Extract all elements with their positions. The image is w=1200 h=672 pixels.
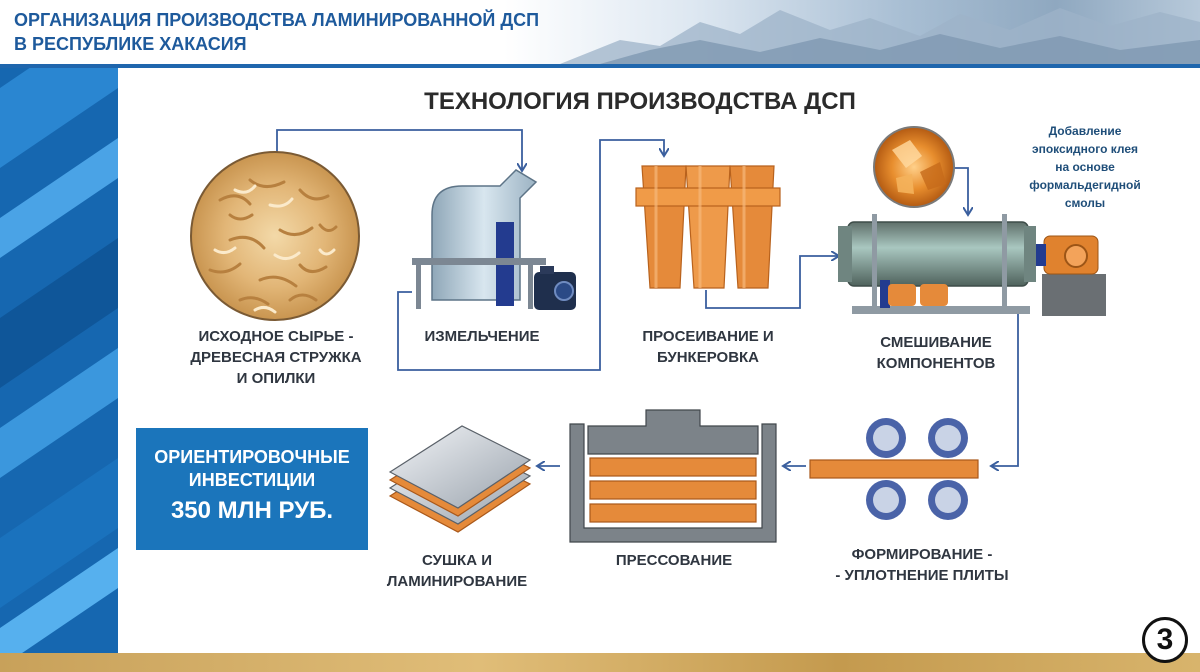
glue-note: Добавление эпоксидного клея на основе фо… — [1010, 122, 1160, 212]
step-mixing-line1: СМЕШИВАНИЕ — [880, 334, 992, 351]
step-raw-line3: И ОПИЛКИ — [236, 370, 316, 387]
wood-shavings-image — [190, 151, 360, 321]
press-icon — [569, 409, 777, 543]
arrow-mixer-to-forming — [992, 312, 1019, 466]
arrow-resin-to-mixer — [952, 167, 968, 214]
investment-box: ОРИЕНТИРОВОЧНЫЕ ИНВЕСТИЦИИ 350 МЛН РУБ. — [136, 428, 368, 550]
bottom-decoration — [0, 653, 1200, 672]
step-raw-line1: ИСХОДНОЕ СЫРЬЕ - — [198, 328, 354, 345]
investment-line2: ИНВЕСТИЦИИ — [188, 470, 316, 490]
step-sifting-line1: ПРОСЕИВАНИЕ И — [642, 328, 774, 345]
left-decoration — [0, 68, 118, 672]
glue-note-line1: Добавление — [1048, 124, 1122, 138]
step-sifting-line2: БУНКЕРОВКА — [656, 349, 760, 366]
resin-image — [873, 126, 955, 208]
step-sifting-label: ПРОСЕИВАНИЕ И БУНКЕРОВКА — [628, 326, 788, 368]
glue-note-line5: смолы — [1064, 196, 1106, 210]
glue-note-line2: эпоксидного клея — [1031, 142, 1139, 156]
header-title-line2: В РЕСПУБЛИКЕ ХАКАСИЯ — [14, 34, 247, 54]
step-drying-line2: ЛАМИНИРОВАНИЕ — [386, 573, 528, 590]
step-raw-line2: ДРЕВЕСНАЯ СТРУЖКА — [190, 349, 362, 366]
step-pressing-label: ПРЕССОВАНИЕ — [604, 550, 744, 571]
step-drying-line1: СУШКА И — [422, 552, 492, 569]
step-raw-label: ИСХОДНОЕ СЫРЬЕ - ДРЕВЕСНАЯ СТРУЖКА И ОПИ… — [168, 326, 384, 389]
step-grinding-label: ИЗМЕЛЬЧЕНИЕ — [412, 326, 552, 347]
arrow-hopper-to-mixer — [705, 256, 838, 309]
mixer-icon — [838, 214, 1106, 316]
hopper-icon — [635, 165, 781, 289]
glue-note-line4: формальдегидной — [1029, 178, 1141, 192]
step-pressing-line1: ПРЕССОВАНИЕ — [615, 552, 733, 569]
header-title-line1: ОРГАНИЗАЦИЯ ПРОИЗВОДСТВА ЛАМИНИРОВАННОЙ … — [14, 10, 540, 30]
mountains-image — [560, 8, 1200, 64]
step-forming-line2: - УПЛОТНЕНИЕ ПЛИТЫ — [835, 567, 1009, 584]
investment-amount: 350 МЛН РУБ. — [170, 497, 334, 524]
step-forming-line1: ФОРМИРОВАНИЕ - — [851, 546, 993, 563]
arrow-raw-to-grinder — [276, 129, 522, 170]
header-banner: ОРГАНИЗАЦИЯ ПРОИЗВОДСТВА ЛАМИНИРОВАННОЙ … — [0, 0, 1200, 64]
shredder-machine-icon — [412, 169, 576, 310]
arrow-grinder-to-hopper — [397, 139, 664, 371]
glue-note-line3: на основе — [1055, 160, 1115, 174]
diagram-title: ТЕХНОЛОГИЯ ПРОИЗВОДСТВА ДСП — [424, 88, 856, 115]
investment-line1: ОРИЕНТИРОВОЧНЫЕ — [154, 447, 350, 467]
step-mixing-label: СМЕШИВАНИЕ КОМПОНЕНТОВ — [860, 332, 1012, 374]
step-grinding-line1: ИЗМЕЛЬЧЕНИЕ — [424, 328, 540, 345]
step-mixing-line2: КОМПОНЕНТОВ — [876, 355, 996, 372]
header-title: ОРГАНИЗАЦИЯ ПРОИЗВОДСТВА ЛАМИНИРОВАННОЙ … — [14, 8, 539, 56]
step-forming-label: ФОРМИРОВАНИЕ - - УПЛОТНЕНИЕ ПЛИТЫ — [824, 544, 1020, 586]
page-number: 3 — [1142, 617, 1188, 663]
header-divider — [0, 64, 1200, 68]
laminated-sheets-icon — [388, 425, 532, 533]
step-drying-label: СУШКА И ЛАМИНИРОВАНИЕ — [372, 550, 542, 592]
rollers-icon — [809, 418, 979, 520]
